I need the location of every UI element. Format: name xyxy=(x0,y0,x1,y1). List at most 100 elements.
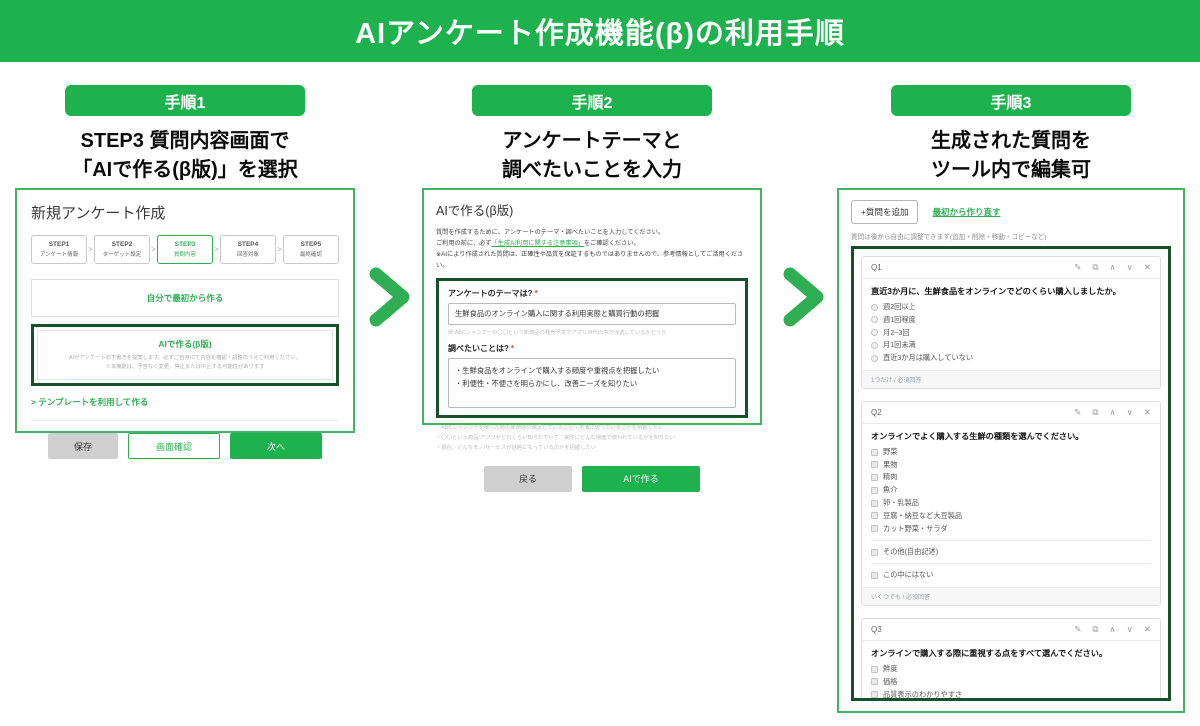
radio-icon[interactable] xyxy=(871,303,878,311)
checkbox-option[interactable]: 価格 xyxy=(871,677,1151,687)
radio-icon[interactable] xyxy=(871,341,878,349)
checkbox-icon[interactable] xyxy=(871,525,878,533)
radio-option[interactable]: 月1回未満 xyxy=(871,340,1151,350)
question-actions: ✎ ⧉ ∧ ∨ ✕ xyxy=(1074,407,1151,418)
create-from-scratch-option[interactable]: 自分で最初から作る xyxy=(31,279,339,317)
question-list-highlight-box: Q1 ✎⧉∧∨✕ 直近3か月に、生鮮食品をオンラインでどのくらい購入しましたか。… xyxy=(851,246,1171,701)
delete-icon[interactable]: ✕ xyxy=(1143,623,1151,634)
ai-notice-link[interactable]: 「生成AI利用に関する注意事項」 xyxy=(491,240,584,248)
edit-icon[interactable]: ✎ xyxy=(1074,262,1082,272)
checkbox-icon[interactable] xyxy=(871,678,878,686)
move-down-icon[interactable]: ∨ xyxy=(1126,262,1133,272)
move-down-icon[interactable]: ∨ xyxy=(1126,406,1133,417)
back-button[interactable]: 戻る xyxy=(484,465,572,492)
stepper-separator: > xyxy=(214,245,219,254)
new-survey-title: 新規アンケート作成 xyxy=(31,205,166,222)
radio-icon[interactable] xyxy=(871,329,878,337)
ai-create-button[interactable]: AIで作る xyxy=(582,465,700,492)
stepper-separator: > xyxy=(88,245,93,254)
question-header: Q2 ✎⧉∧∨✕ xyxy=(862,402,1160,424)
next-button[interactable]: 次へ xyxy=(230,433,322,459)
radio-option[interactable]: 月2~3回 xyxy=(871,328,1151,338)
create-with-ai-option[interactable]: AIで作る(β版) AIがアンケートの下書きを提案します。必ずご自身にて内容を確… xyxy=(31,324,339,386)
checkbox-icon[interactable] xyxy=(871,512,878,520)
restart-link[interactable]: 最初から作り直す xyxy=(932,207,1001,217)
radio-option[interactable]: 直近3か月は購入していない xyxy=(871,353,1151,363)
checkbox-icon[interactable] xyxy=(871,474,878,482)
question-id: Q3 xyxy=(871,624,882,634)
checkbox-option[interactable]: その他(自由記述) xyxy=(871,547,1151,557)
radio-option[interactable]: 週1回程度 xyxy=(871,315,1151,325)
copy-icon[interactable]: ⧉ xyxy=(1092,262,1099,272)
delete-icon[interactable]: ✕ xyxy=(1143,262,1151,272)
option-label: 野菜 xyxy=(883,446,898,456)
checkbox-option[interactable]: この中にはない xyxy=(871,570,1151,580)
move-down-icon[interactable]: ∨ xyxy=(1126,623,1133,634)
research-line1: ・生鮮食品をオンラインで購入する頻度や重視点を把握したい xyxy=(455,365,660,375)
option-label: その他(自由記述) xyxy=(883,546,939,556)
create-with-ai-desc1: AIがアンケートの下書きを提案します。必ずご自身にて内容を確認・調整のうえご利用… xyxy=(68,355,302,361)
checkbox-option[interactable]: 野菜 xyxy=(871,447,1151,457)
edit-icon[interactable]: ✎ xyxy=(1074,623,1082,634)
question-text: オンラインでよく購入する生鮮の種類を選んでください。 xyxy=(871,431,1084,441)
copy-icon[interactable]: ⧉ xyxy=(1092,623,1099,634)
step2-title-line1: アンケートテーマと xyxy=(502,130,682,152)
theme-input[interactable]: 生鮮食品のオンライン購入に関する利用実態と購買行動の把握 xyxy=(448,302,736,325)
preview-button[interactable]: 画面確認 xyxy=(128,433,220,459)
research-label: 調べたいことは?* xyxy=(448,343,736,354)
checkbox-icon[interactable] xyxy=(871,571,878,579)
checkbox-icon[interactable] xyxy=(871,448,878,456)
step2-badge: 手順2 xyxy=(472,85,712,116)
example-hints: ・ABCシャンプーを使った時の使用感や満足していること・不満に思っていることを把… xyxy=(436,423,748,453)
stepper-separator: > xyxy=(151,245,156,254)
research-textarea[interactable]: ・生鮮食品をオンラインで購入する頻度や重視点を把握したい ・利便性・不便さを明ら… xyxy=(448,357,736,408)
arrow-right-icon xyxy=(780,266,828,333)
radio-icon[interactable] xyxy=(871,316,878,324)
header-banner: AIアンケート作成機能(β)の利用手順 xyxy=(0,0,1200,62)
ai-dialog-desc-line2: ご利用の前に、必ず「生成AI利用に関する注意事項」をご確認ください。 xyxy=(436,238,748,249)
delete-icon[interactable]: ✕ xyxy=(1143,406,1151,417)
step3-title-line1: 生成された質問を xyxy=(931,130,1091,152)
checkbox-icon[interactable] xyxy=(871,665,878,673)
edit-icon[interactable]: ✎ xyxy=(1074,406,1082,417)
checkbox-option[interactable]: 品質表示のわかりやすさ xyxy=(871,690,1151,698)
question-text: オンラインで購入する際に重視する点をすべて選んでください。 xyxy=(871,648,1108,658)
copy-icon[interactable]: ⧉ xyxy=(1092,406,1099,417)
ai-input-highlight-box: アンケートのテーマは?* 生鮮食品のオンライン購入に関する利用実態と購買行動の把… xyxy=(436,277,748,418)
ai-dialog-desc: 質問を作成するために、アンケートのテーマ・調べたいことを入力してください。 ご利… xyxy=(436,227,748,272)
checkbox-option[interactable]: 鮮度 xyxy=(871,664,1151,674)
template-link[interactable]: > テンプレートを利用して作る xyxy=(31,397,149,407)
checkbox-icon[interactable] xyxy=(871,548,878,556)
checkbox-option[interactable]: 精肉 xyxy=(871,472,1151,482)
checkbox-icon[interactable] xyxy=(871,486,878,494)
checkbox-icon[interactable] xyxy=(871,691,878,698)
option-label: 週2回以上 xyxy=(883,302,916,311)
screenshot-ai-dialog: AIで作る(β版) 質問を作成するために、アンケートのテーマ・調べたいことを入力… xyxy=(422,188,762,492)
add-question-button[interactable]: +質問を追加 xyxy=(851,200,919,224)
step2-column: 手順2 アンケートテーマと 調べたいことを入力 AIで作る(β版) 質問を作成す… xyxy=(422,85,762,492)
step3-title-line2: ツール内で編集可 xyxy=(931,159,1091,181)
checkbox-option[interactable]: カット野菜・サラダ xyxy=(871,524,1151,534)
radio-option[interactable]: 週2回以上 xyxy=(871,302,1151,312)
move-up-icon[interactable]: ∧ xyxy=(1109,623,1116,634)
checkbox-option[interactable]: 卵・乳製品 xyxy=(871,498,1151,508)
radio-icon[interactable] xyxy=(871,354,878,362)
save-button[interactable]: 保存 xyxy=(48,433,118,459)
checkbox-option[interactable]: 魚介 xyxy=(871,485,1151,495)
checkbox-option[interactable]: 豆腐・納豆など大豆製品 xyxy=(871,511,1151,521)
move-up-icon[interactable]: ∧ xyxy=(1109,406,1116,417)
create-with-ai-label: AIで作る(β版) xyxy=(158,339,212,349)
checkbox-icon[interactable] xyxy=(871,461,878,469)
desc2-pre: ご利用の前に、必ず xyxy=(436,240,492,248)
move-up-icon[interactable]: ∧ xyxy=(1109,262,1116,272)
question-actions: ✎ ⧉ ∧ ∨ ✕ xyxy=(1074,624,1151,635)
checkbox-option[interactable]: 果物 xyxy=(871,460,1151,470)
desc2-post: をご確認ください。 xyxy=(584,240,640,248)
checkbox-icon[interactable] xyxy=(871,499,878,507)
